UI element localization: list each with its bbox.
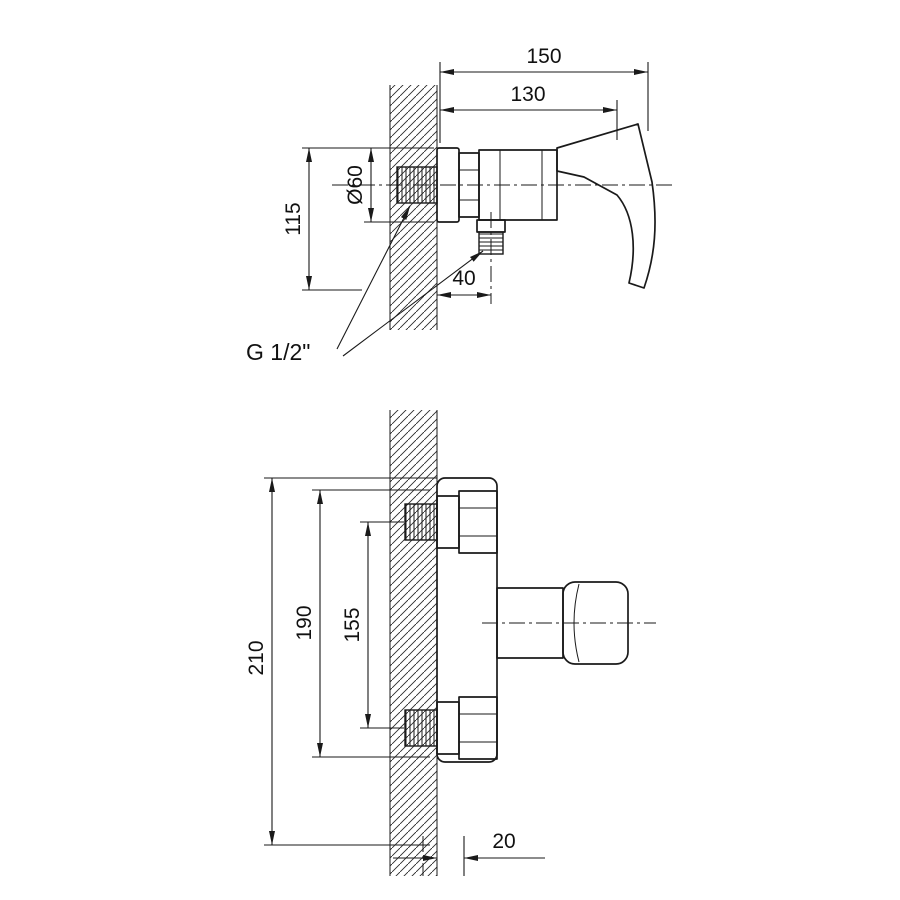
- lever-handle: [556, 123, 656, 289]
- dim-20-label: 20: [492, 830, 515, 853]
- dim-115-label: 115: [282, 202, 305, 235]
- dim-40-label: 40: [452, 267, 475, 290]
- dimension-40: 40: [437, 267, 491, 298]
- wall-hatch: [390, 410, 437, 876]
- dimension-diameter-60: Ø60: [302, 147, 434, 223]
- thread-size-label: G 1/2": [246, 339, 310, 365]
- inlet-nut: [458, 490, 498, 554]
- inlet-washer: [436, 701, 460, 755]
- inlet-nut: [458, 696, 498, 760]
- side-view: 150 130 Ø60 115 40 G: [246, 45, 672, 365]
- wall-hatch: [390, 85, 437, 330]
- dimension-155: 155: [341, 521, 404, 729]
- dim-155-label: 155: [341, 607, 364, 642]
- dimension-20: 20: [393, 830, 545, 876]
- mounting-plate: [436, 477, 498, 763]
- dim-130-label: 130: [510, 83, 545, 106]
- mixer-body: [478, 149, 558, 221]
- dim-210-label: 210: [245, 640, 268, 675]
- dim-190-label: 190: [293, 605, 316, 640]
- inlet-thread: [404, 709, 438, 747]
- inlet-washer: [436, 495, 460, 549]
- dimension-130: 130: [440, 83, 618, 140]
- dimension-150: 150: [439, 45, 649, 143]
- dimension-210: 210: [245, 477, 437, 846]
- inlet-thread: [404, 503, 438, 541]
- front-view: 155 190 210 20: [245, 410, 656, 876]
- thread-callout: G 1/2": [246, 205, 484, 365]
- dimension-115: 115: [282, 148, 362, 291]
- dim-diameter-60-label: Ø60: [344, 165, 367, 205]
- dimension-190: 190: [293, 489, 430, 758]
- bottom-inlet-connector: [404, 696, 498, 760]
- dim-150-label: 150: [526, 45, 561, 68]
- wall-inlet-thread: [396, 166, 438, 204]
- top-inlet-connector: [404, 490, 498, 554]
- leader-line: [342, 250, 484, 357]
- leader-line: [336, 205, 411, 350]
